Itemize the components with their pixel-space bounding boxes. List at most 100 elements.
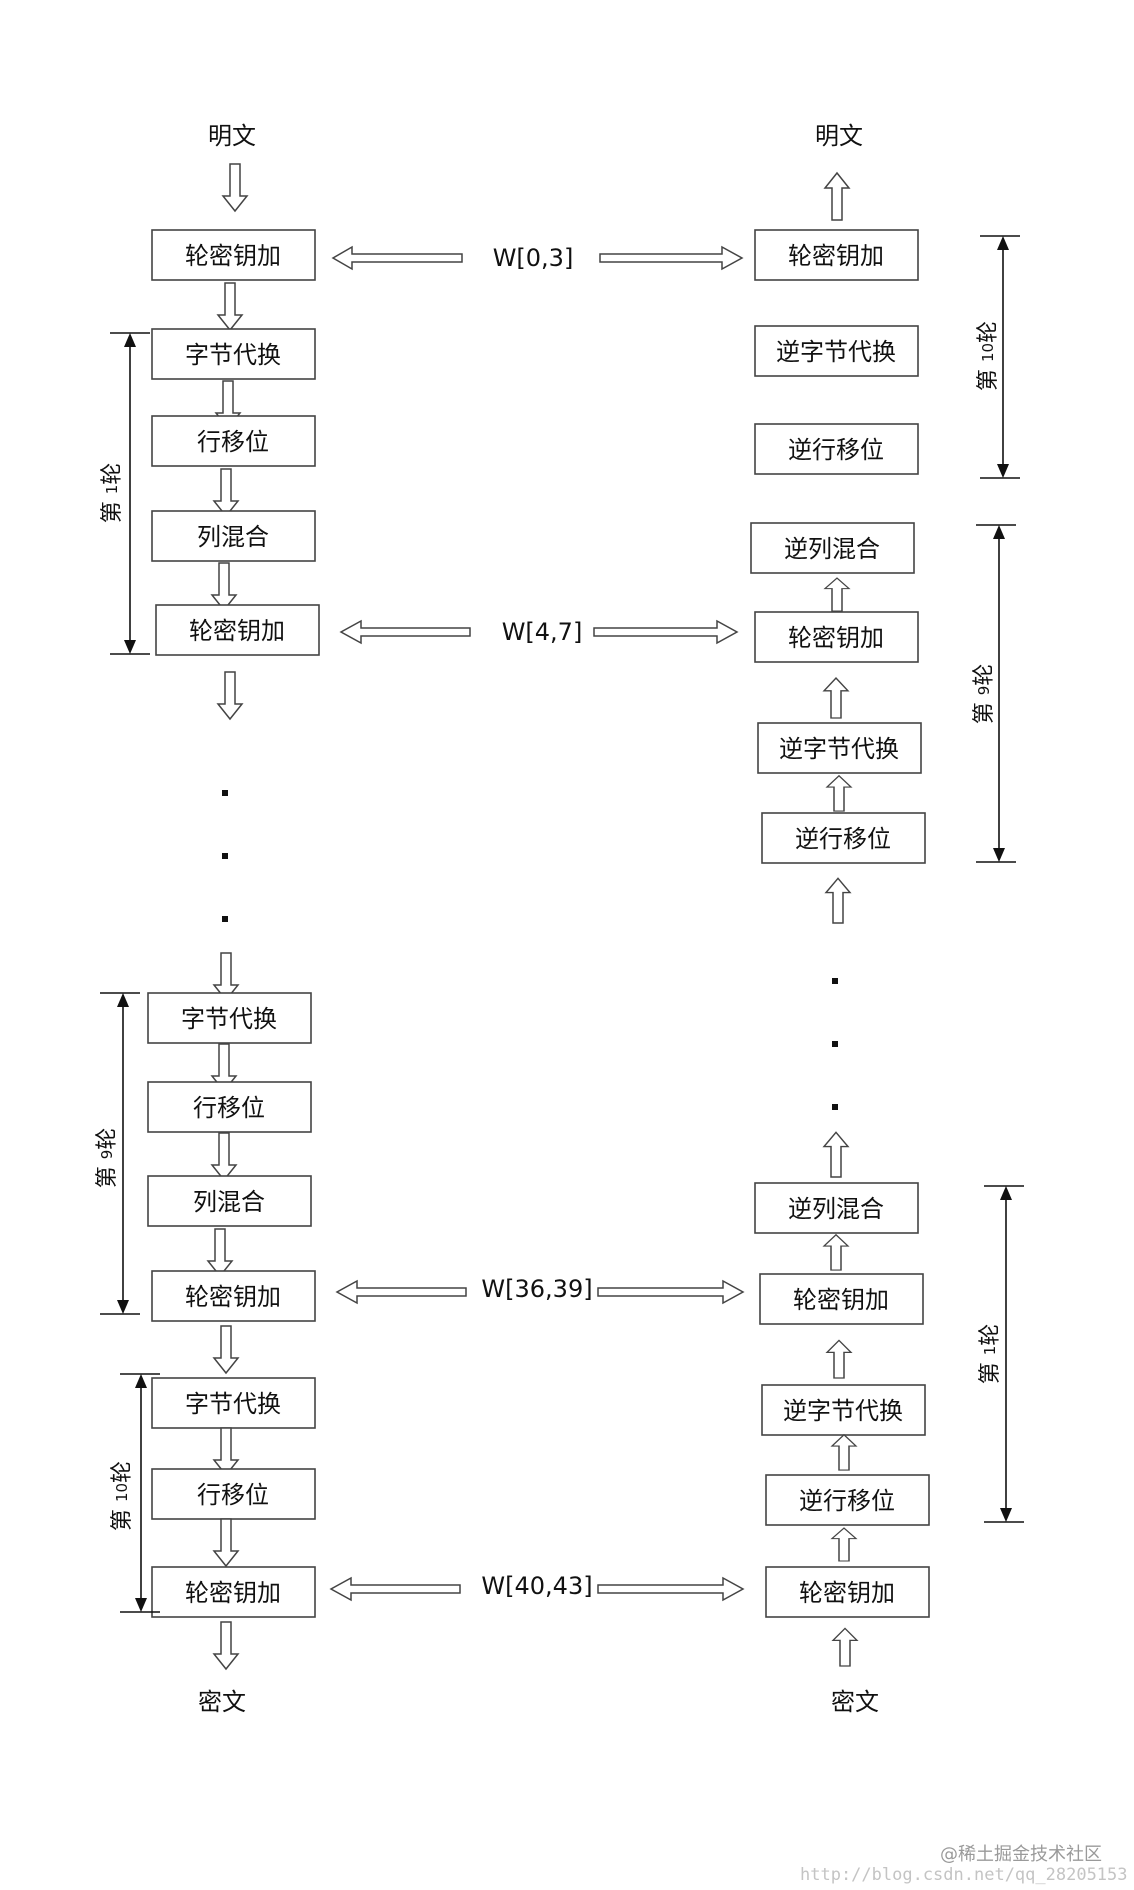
right-inv-shift-rows-box-r10: 逆行移位 bbox=[754, 423, 919, 475]
right-inv-mix-columns-box-r9: 逆列混合 bbox=[750, 522, 915, 574]
up-arrow bbox=[823, 1234, 849, 1271]
right-plaintext-label: 明文 bbox=[815, 122, 863, 150]
svg-text:行移位: 行移位 bbox=[197, 428, 269, 456]
left-add-round-key-box-r1: 轮密钥加 bbox=[155, 604, 320, 656]
svg-text:字节代换: 字节代换 bbox=[185, 1390, 281, 1418]
left-add-round-key-box-r9: 轮密钥加 bbox=[151, 1270, 316, 1322]
down-arrow bbox=[207, 1228, 233, 1277]
svg-text:轮密钥加: 轮密钥加 bbox=[185, 1283, 281, 1311]
right-add-round-key-box-r1: 轮密钥加 bbox=[759, 1273, 924, 1325]
svg-text:逆行移位: 逆行移位 bbox=[788, 436, 884, 464]
right-arrow bbox=[599, 245, 744, 271]
left-mix-columns-box-r9: 列混合 bbox=[147, 1175, 312, 1227]
right-round-1-bracket bbox=[984, 1185, 1024, 1523]
svg-text:列混合: 列混合 bbox=[197, 523, 269, 551]
svg-text:逆列混合: 逆列混合 bbox=[788, 1195, 884, 1223]
right-round-9-bracket bbox=[976, 524, 1016, 863]
left-plaintext-label: 明文 bbox=[208, 122, 256, 150]
right-add-round-key-box-r10: 轮密钥加 bbox=[754, 229, 919, 281]
up-arrow bbox=[826, 775, 852, 812]
left-round-1-label: 第 1轮 bbox=[100, 463, 125, 524]
down-arrow bbox=[213, 1325, 239, 1374]
down-arrow bbox=[211, 1132, 237, 1181]
right-arrow bbox=[597, 1576, 745, 1602]
up-arrow bbox=[824, 172, 850, 221]
up-arrow bbox=[823, 677, 849, 719]
right-round-1-label: 第 1轮 bbox=[978, 1324, 1003, 1385]
left-ciphertext-label: 密文 bbox=[198, 1688, 246, 1716]
up-arrow bbox=[825, 877, 851, 924]
up-arrow bbox=[823, 1131, 849, 1178]
svg-text:列混合: 列混合 bbox=[193, 1188, 265, 1216]
left-arrow bbox=[331, 245, 463, 271]
svg-text:行移位: 行移位 bbox=[193, 1094, 265, 1122]
right-arrow bbox=[593, 619, 739, 645]
left-arrow bbox=[335, 1279, 467, 1305]
left-shift-rows-box-r1: 行移位 bbox=[151, 415, 316, 467]
down-arrow bbox=[213, 1621, 239, 1670]
ellipsis-dot bbox=[222, 853, 228, 859]
svg-text:逆字节代换: 逆字节代换 bbox=[776, 338, 896, 366]
left-round-10-bracket bbox=[120, 1373, 160, 1613]
svg-text:逆字节代换: 逆字节代换 bbox=[783, 1397, 903, 1425]
key-w40-43: W[40,43] bbox=[481, 1572, 592, 1600]
svg-text:逆字节代换: 逆字节代换 bbox=[779, 735, 899, 763]
left-add-round-key-box-r10: 轮密钥加 bbox=[151, 1566, 316, 1618]
right-inv-shift-rows-box-r1: 逆行移位 bbox=[765, 1474, 930, 1526]
down-arrow bbox=[213, 1427, 239, 1476]
up-arrow bbox=[831, 1527, 857, 1562]
left-arrow bbox=[329, 1576, 461, 1602]
svg-text:轮密钥加: 轮密钥加 bbox=[788, 624, 884, 652]
right-add-round-key-box-r9: 轮密钥加 bbox=[754, 611, 919, 663]
right-round-10-bracket bbox=[980, 235, 1020, 479]
right-inv-sub-bytes-box-r10: 逆字节代换 bbox=[754, 325, 919, 377]
up-arrow bbox=[824, 577, 850, 612]
right-round-10-label: 第 10轮 bbox=[976, 321, 1001, 391]
down-arrow bbox=[222, 163, 248, 212]
right-inv-sub-bytes-box-r1: 逆字节代换 bbox=[761, 1384, 926, 1436]
left-sub-bytes-box-r1: 字节代换 bbox=[151, 328, 316, 380]
left-sub-bytes-box-r10: 字节代换 bbox=[151, 1377, 316, 1429]
svg-text:逆行移位: 逆行移位 bbox=[795, 825, 891, 853]
watermark-site: @稀土掘金技术社区 bbox=[940, 1844, 1102, 1865]
left-mix-columns-box-r1: 列混合 bbox=[151, 510, 316, 562]
right-round-9-label: 第 9轮 bbox=[972, 664, 997, 725]
svg-text:字节代换: 字节代换 bbox=[185, 341, 281, 369]
right-ciphertext-label: 密文 bbox=[831, 1688, 879, 1716]
right-arrow bbox=[597, 1279, 745, 1305]
left-arrow bbox=[339, 619, 471, 645]
watermark-url: http://blog.csdn.net/qq_28205153 bbox=[800, 1865, 1128, 1885]
down-arrow bbox=[211, 562, 237, 611]
right-inv-mix-columns-box-r1: 逆列混合 bbox=[754, 1182, 919, 1234]
up-arrow bbox=[831, 1434, 857, 1471]
key-w0-3: W[0,3] bbox=[493, 244, 574, 272]
left-sub-bytes-box-r9: 字节代换 bbox=[147, 992, 312, 1044]
right-add-round-key-box-0: 轮密钥加 bbox=[765, 1566, 930, 1618]
left-shift-rows-box-r10: 行移位 bbox=[151, 1468, 316, 1520]
svg-text:字节代换: 字节代换 bbox=[181, 1005, 277, 1033]
left-round-9-label: 第 9轮 bbox=[95, 1128, 120, 1189]
svg-text:轮密钥加: 轮密钥加 bbox=[185, 1579, 281, 1607]
down-arrow bbox=[217, 282, 243, 331]
ellipsis-dot bbox=[222, 790, 228, 796]
svg-text:轮密钥加: 轮密钥加 bbox=[793, 1286, 889, 1314]
key-w4-7: W[4,7] bbox=[502, 618, 583, 646]
left-round-9-bracket bbox=[100, 992, 140, 1315]
down-arrow bbox=[213, 468, 239, 517]
svg-text:轮密钥加: 轮密钥加 bbox=[189, 617, 285, 645]
svg-text:逆行移位: 逆行移位 bbox=[799, 1487, 895, 1515]
svg-text:轮密钥加: 轮密钥加 bbox=[788, 242, 884, 270]
key-w36-39: W[36,39] bbox=[481, 1275, 592, 1303]
up-arrow bbox=[832, 1627, 858, 1667]
svg-text:行移位: 行移位 bbox=[197, 1481, 269, 1509]
svg-text:逆列混合: 逆列混合 bbox=[784, 535, 880, 563]
ellipsis-dot bbox=[832, 1041, 838, 1047]
left-add-round-key-box-0: 轮密钥加 bbox=[151, 229, 316, 281]
svg-text:轮密钥加: 轮密钥加 bbox=[185, 242, 281, 270]
ellipsis-dot bbox=[222, 916, 228, 922]
up-arrow bbox=[826, 1339, 852, 1379]
right-inv-sub-bytes-box-r9: 逆字节代换 bbox=[757, 722, 922, 774]
down-arrow bbox=[213, 1518, 239, 1567]
svg-text:轮密钥加: 轮密钥加 bbox=[799, 1579, 895, 1607]
